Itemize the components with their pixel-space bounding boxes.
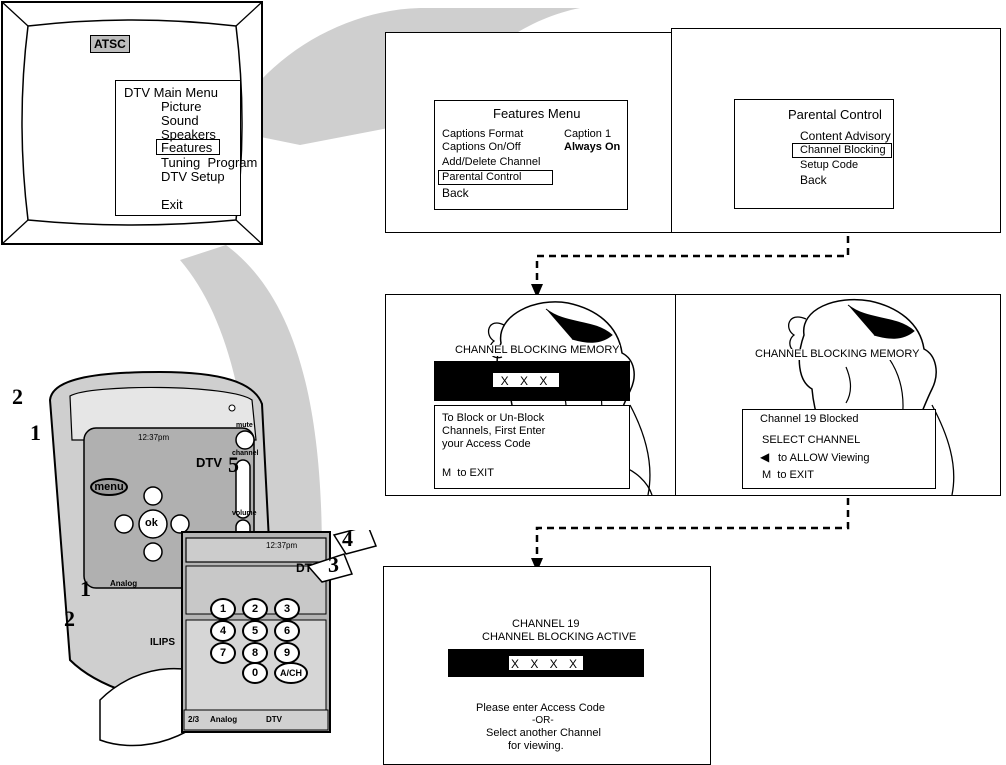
active-code-field[interactable]: X X X X: [508, 655, 584, 671]
parental-channel-blocking-highlight[interactable]: [792, 143, 892, 158]
keypad-remote: 12:37pm DT 1 2 3 4 5 6 7 8 9 0 A/CH 2/3 …: [180, 526, 380, 750]
active-msg-3: Select another Channel: [486, 727, 601, 739]
active-msg-4: for viewing.: [508, 740, 564, 752]
remote-mute-label: mute: [236, 422, 253, 429]
remote-volume-label: volume: [232, 510, 257, 517]
features-parental-highlight[interactable]: [438, 170, 553, 185]
parental-title: Parental Control: [788, 107, 882, 122]
remote-channel-label: channel: [232, 450, 259, 457]
keypad-dtv-label: DT: [296, 561, 312, 575]
active-msg-1: Please enter Access Code: [476, 702, 606, 714]
features-value-always-on: Always On: [564, 141, 621, 153]
menu-item-speakers[interactable]: Speakers: [161, 127, 216, 142]
active-channel: CHANNEL 19: [512, 618, 580, 630]
left-arrow-icon: ◀: [760, 450, 770, 464]
menu-button[interactable]: menu: [90, 478, 128, 496]
parental-item-setup-code[interactable]: Setup Code: [800, 159, 859, 171]
tv-set: ATSC DTV Main Menu Picture Sound Speaker…: [0, 0, 264, 246]
step-marker-3: 3: [328, 552, 339, 577]
ach-button[interactable]: A/CH: [274, 662, 308, 684]
key-3[interactable]: 3: [274, 598, 300, 620]
step-marker-2-bottom: 2: [64, 606, 75, 631]
blocking-instructions-box: [434, 405, 630, 489]
key-8[interactable]: 8: [242, 642, 268, 664]
key-0[interactable]: 0: [242, 662, 268, 684]
features-row-captions-onoff[interactable]: Captions On/Off: [442, 141, 521, 153]
menu-item-sound[interactable]: Sound: [161, 113, 199, 128]
step-marker-5: 5: [228, 452, 239, 477]
main-menu-title: DTV Main Menu: [124, 85, 218, 100]
active-msg-2: -OR-: [532, 715, 554, 726]
keypad-dtv2-label: DTV: [266, 715, 282, 724]
parental-item-channel-blocking[interactable]: Channel Blocking: [800, 144, 886, 156]
blocked-allow-viewing[interactable]: to ALLOW Viewing: [778, 452, 870, 464]
keypad-page: 2/3: [188, 715, 200, 724]
features-title: Features Menu: [493, 106, 581, 121]
ok-button[interactable]: ok: [145, 517, 158, 529]
blocked-screen: CHANNEL BLOCKING MEMORY Channel 19 Block…: [675, 294, 1001, 496]
blocked-info-box: [742, 409, 936, 489]
dtv-main-menu: [115, 80, 241, 216]
features-row-parental-control[interactable]: Parental Control: [442, 171, 522, 183]
blocking-exit[interactable]: M to EXIT: [442, 467, 494, 479]
atsc-badge: ATSC: [90, 35, 130, 53]
menu-item-picture[interactable]: Picture: [161, 99, 202, 114]
blocking-instruction-1: To Block or Un-Block: [442, 412, 545, 424]
features-row-captions-format[interactable]: Captions Format: [442, 128, 524, 140]
features-row-back[interactable]: Back: [442, 186, 469, 200]
key-2[interactable]: 2: [242, 598, 268, 620]
parental-item-content-advisory[interactable]: Content Advisory: [800, 129, 891, 143]
features-screen: Features Menu Captions Format Caption 1 …: [385, 32, 675, 233]
blocking-instruction-3: your Access Code: [442, 438, 531, 450]
blocked-select-channel: SELECT CHANNEL: [762, 434, 861, 446]
key-4[interactable]: 4: [210, 620, 236, 642]
active-status: CHANNEL BLOCKING ACTIVE: [482, 631, 637, 643]
remote-analog-label: Analog: [110, 579, 138, 588]
keypad-analog-label: Analog: [210, 715, 238, 724]
key-9[interactable]: 9: [274, 642, 300, 664]
step-marker-2-top: 2: [12, 384, 23, 409]
blocking-instruction-2: Channels, First Enter: [442, 425, 546, 437]
features-value-caption: Caption 1: [564, 128, 612, 140]
menu-item-features[interactable]: Features: [161, 140, 213, 155]
features-menu: [434, 100, 628, 210]
keypad-time: 12:37pm: [266, 541, 298, 550]
key-1[interactable]: 1: [210, 598, 236, 620]
step-marker-4: 4: [342, 526, 353, 551]
dashed-arrow-blocked-to-active: [535, 486, 850, 560]
parental-menu: [734, 99, 894, 209]
active-screen: CHANNEL 19 CHANNEL BLOCKING ACTIVE X X X…: [383, 566, 711, 765]
blocked-exit[interactable]: M to EXIT: [762, 469, 814, 481]
blocked-title: CHANNEL BLOCKING MEMORY: [754, 348, 921, 360]
remote-time: 12:37pm: [138, 433, 170, 442]
key-6[interactable]: 6: [274, 620, 300, 642]
blocking-code-field[interactable]: X X X X: [492, 372, 560, 404]
remote-brand: ILIPS: [150, 637, 176, 648]
menu-item-features-highlight[interactable]: [156, 139, 220, 155]
step-marker-1-top: 1: [30, 420, 41, 445]
menu-item-dtv-setup[interactable]: DTV Setup: [161, 169, 225, 184]
blocking-screen: CHANNEL BLOCKING MEMORY X X X X To Block…: [385, 294, 681, 496]
key-7[interactable]: 7: [210, 642, 236, 664]
dashed-arrowhead-2: [531, 558, 543, 572]
blocking-title: CHANNEL BLOCKING MEMORY: [454, 344, 621, 356]
remote-dtv-label: DTV: [196, 455, 222, 470]
step-marker-1-bottom: 1: [80, 576, 91, 601]
features-row-add-delete[interactable]: Add/Delete Channel: [442, 156, 541, 168]
parental-screen: Parental Control Content Advisory Channe…: [671, 28, 1001, 233]
menu-item-tuning-program[interactable]: Tuning Program: [161, 155, 258, 170]
blocked-status: Channel 19 Blocked: [760, 413, 859, 425]
menu-item-exit[interactable]: Exit: [161, 197, 183, 212]
dashed-arrowhead-1: [531, 284, 543, 298]
parental-item-back[interactable]: Back: [800, 173, 827, 187]
key-5[interactable]: 5: [242, 620, 268, 642]
